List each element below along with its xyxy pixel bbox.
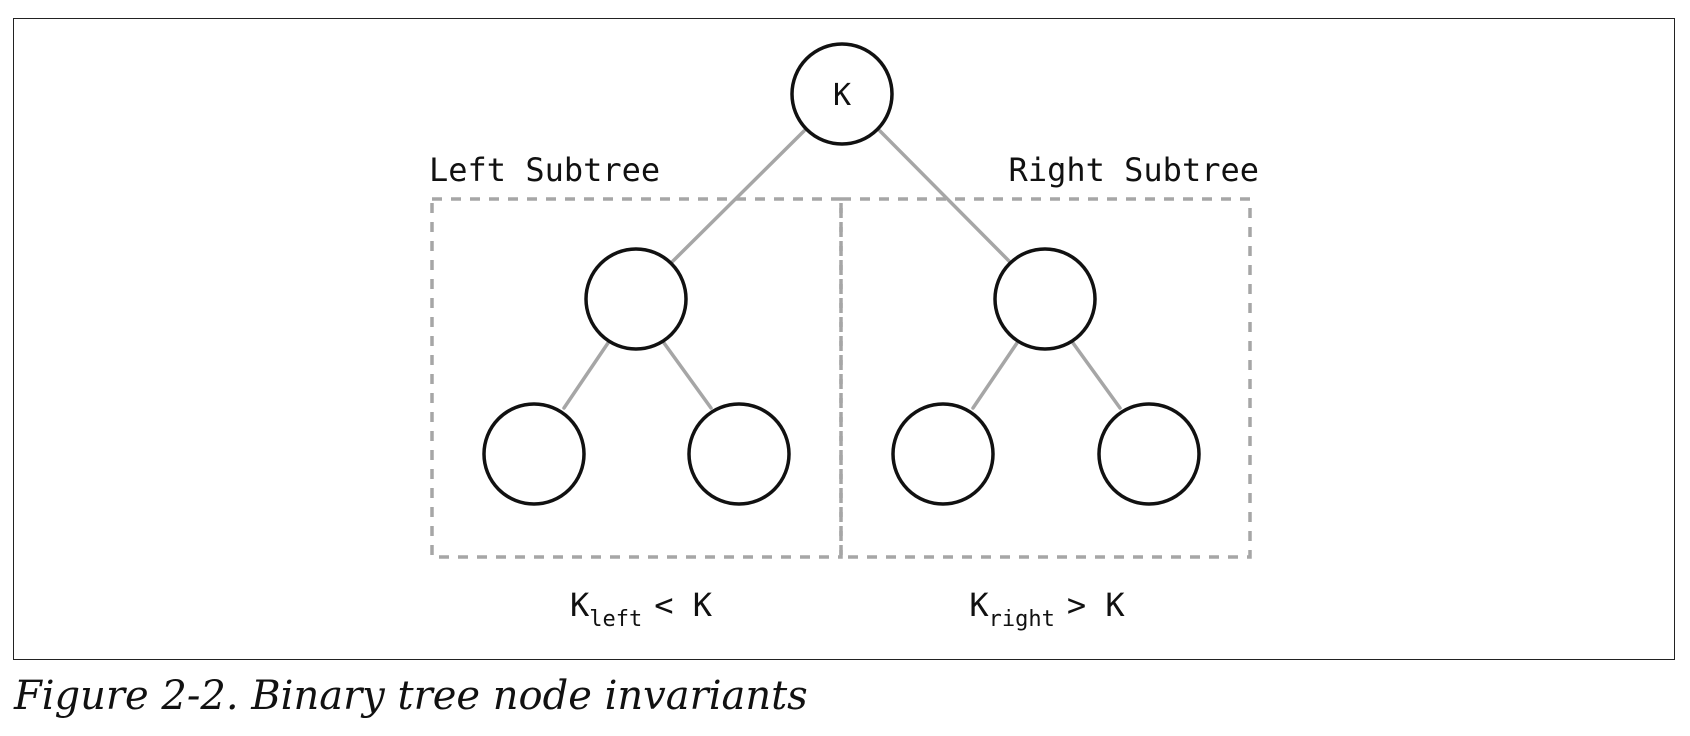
left-left-leaf-node — [482, 402, 586, 506]
left-invariant-label: Kleft < K — [570, 586, 713, 632]
right-invariant-subscript: right — [989, 607, 1055, 632]
figure-frame: K Left Subtree Right Subtree Kleft < K Kr… — [13, 18, 1675, 660]
edge-left-leftleaf — [562, 341, 610, 410]
right-left-leaf-node — [891, 402, 995, 506]
left-subtree-box — [430, 197, 843, 559]
root-node — [790, 42, 894, 146]
edge-right-leftleaf — [971, 341, 1019, 410]
left-invariant-base: K — [570, 586, 590, 624]
edge-root-right — [878, 129, 1012, 264]
edge-left-rightleaf — [662, 341, 713, 410]
right-subtree-box — [839, 197, 1252, 559]
left-child-node — [584, 247, 688, 351]
right-child-node — [993, 247, 1097, 351]
right-subtree-label: Right Subtree — [1009, 151, 1259, 189]
left-invariant-relation: < K — [654, 586, 713, 624]
edge-root-left — [670, 129, 806, 264]
figure-caption: Figure 2-2. Binary tree node invariants — [14, 673, 808, 719]
right-right-leaf-node — [1097, 402, 1201, 506]
left-invariant-subscript: left — [589, 607, 642, 632]
left-right-leaf-node — [687, 402, 791, 506]
binary-tree-diagram: K Left Subtree Right Subtree Kleft < K Kr… — [429, 42, 1259, 632]
right-invariant-base: K — [969, 586, 989, 624]
root-node-label: K — [833, 78, 851, 113]
edge-right-rightleaf — [1071, 341, 1122, 410]
right-invariant-relation: > K — [1067, 586, 1126, 624]
right-invariant-label: Kright > K — [969, 586, 1125, 632]
left-subtree-label: Left Subtree — [429, 151, 660, 189]
